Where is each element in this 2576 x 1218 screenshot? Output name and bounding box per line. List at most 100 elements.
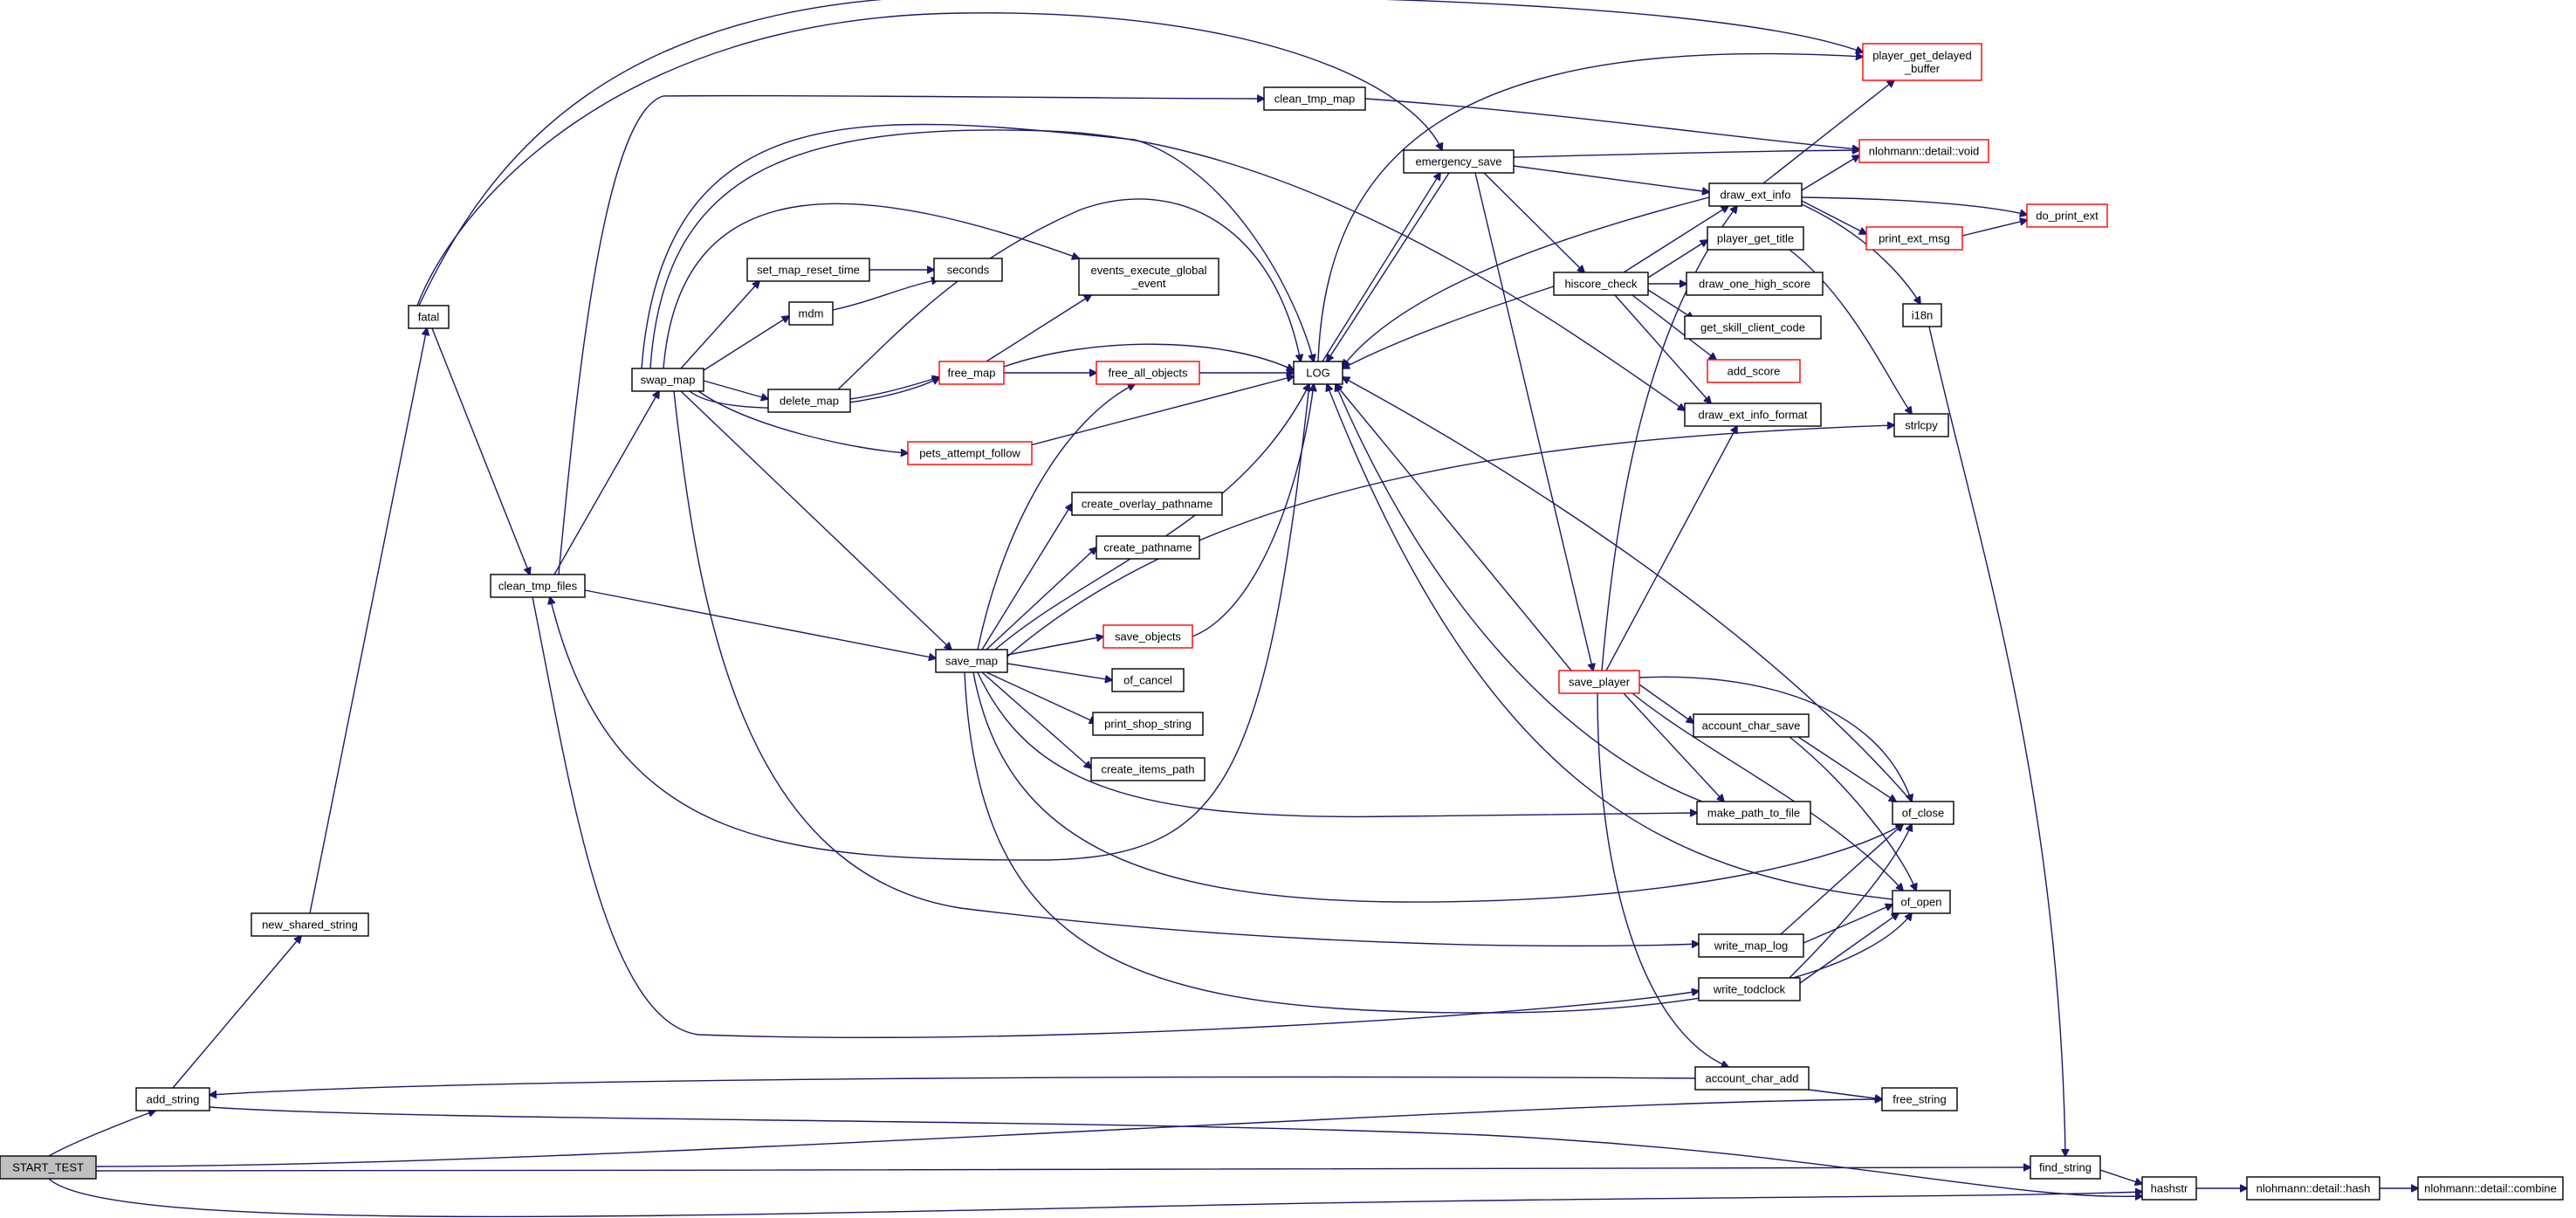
node-clean-tmp-files[interactable]: clean_tmp_files (490, 574, 586, 598)
node-draw-ext-info-format[interactable]: draw_ext_info_format (1684, 403, 1822, 427)
node-box (1092, 712, 1204, 736)
edge-write_map_log-to-of_open (1803, 905, 1893, 944)
node-add-string[interactable]: add_string (135, 1087, 210, 1111)
node-print-shop-string[interactable]: print_shop_string (1092, 712, 1204, 736)
node-write-todclock[interactable]: write_todclock (1698, 977, 1801, 1001)
node-free-string[interactable]: free_string (1881, 1087, 1958, 1111)
node-box (1707, 226, 1804, 251)
node-do-print-ext[interactable]: do_print_ext (2026, 203, 2108, 228)
node-clean-tmp-map[interactable]: clean_tmp_map (1263, 86, 1366, 111)
edge-account_char_save-to-of_close (1797, 736, 1896, 802)
node-label: mdm (799, 307, 824, 320)
node-seconds[interactable]: seconds (933, 258, 1003, 282)
node-nlohmann-detail-combine[interactable]: nlohmann::detail::combine (2417, 1176, 2564, 1201)
node-of-close[interactable]: of_close (1892, 801, 1954, 825)
edge-save_player-to-log (1336, 384, 1572, 671)
node-make-path-to-file[interactable]: make_path_to_file (1696, 801, 1811, 825)
edge-draw_ext_info-to-nlohmann_detail_void (1801, 155, 1859, 191)
node-player-get-delayed-buffer[interactable]: player_get_delayed_buffer (1862, 43, 1982, 81)
edge-save_map-to-of_close (972, 671, 1903, 903)
edge-clean_tmp_files-to-swap_map (553, 391, 659, 575)
edge-emergency_save-to-draw_ext_info (1513, 165, 1709, 192)
node-fatal[interactable]: fatal (408, 305, 450, 329)
edge-save_map-to-create_pathname (986, 547, 1096, 650)
node-pets-attempt-follow[interactable]: pets_attempt_follow (907, 441, 1033, 465)
node-i18n[interactable]: i18n (1902, 303, 1942, 327)
node-nlohmann-detail-void[interactable]: nlohmann::detail::void (1858, 139, 1989, 163)
node-label: set_map_reset_time (757, 264, 860, 277)
edge-start_test-to-hashstr (48, 1178, 2142, 1218)
node-label: fatal (418, 311, 440, 324)
node-save-player[interactable]: save_player (1558, 670, 1640, 694)
node-of-open[interactable]: of_open (1892, 890, 1951, 914)
edge-start_test-to-find_string (95, 1167, 2030, 1172)
node-delete-map[interactable]: delete_map (767, 389, 851, 413)
node-hashstr[interactable]: hashstr (2141, 1176, 2197, 1201)
node-label: save_objects (1115, 630, 1181, 643)
node-save-map[interactable]: save_map (935, 649, 1008, 673)
node-box (1263, 86, 1366, 111)
edge-draw_ext_info-to-print_ext_msg (1801, 200, 1866, 234)
node-box (1698, 933, 1804, 958)
edge-of_open-to-log (1327, 384, 1893, 900)
node-write-map-log[interactable]: write_map_log (1698, 933, 1804, 958)
node-box (1696, 801, 1811, 825)
node-label: START_TEST (12, 1161, 84, 1174)
node-start-test[interactable]: START_TEST (0, 1155, 97, 1180)
node-box (1096, 361, 1200, 385)
node-hiscore-check[interactable]: hiscore_check (1553, 272, 1649, 296)
node-label: new_shared_string (262, 919, 358, 932)
node-free-map[interactable]: free_map (938, 361, 1005, 385)
edge-clean_tmp_files-to-save_map (584, 589, 936, 658)
node-draw-one-high-score[interactable]: draw_one_high_score (1686, 272, 1824, 296)
edge-log-to-emergency_save (1322, 173, 1440, 362)
node-account-char-save[interactable]: account_char_save (1693, 713, 1810, 738)
node-swap-map[interactable]: swap_map (631, 368, 704, 392)
node-print-ext-msg[interactable]: print_ext_msg (1865, 226, 1963, 251)
edge-emergency_save-to-nlohmann_detail_void (1513, 150, 1859, 158)
node-create-items-path[interactable]: create_items_path (1090, 757, 1206, 781)
node-new-shared-string[interactable]: new_shared_string (251, 912, 369, 937)
node-save-objects[interactable]: save_objects (1103, 624, 1193, 649)
node-label: clean_tmp_files (498, 580, 578, 593)
node-box (1096, 535, 1200, 560)
node-label: of_open (1901, 896, 1942, 909)
node-create-overlay-pathname[interactable]: create_overlay_pathname (1071, 492, 1223, 516)
node-label: i18n (1912, 309, 1934, 322)
node-log[interactable]: LOG (1293, 361, 1343, 385)
node-set-map-reset-time[interactable]: set_map_reset_time (746, 258, 870, 282)
edge-log-to-clean_tmp_files (550, 383, 1310, 861)
node-emergency-save[interactable]: emergency_save (1403, 149, 1515, 174)
edge-fatal-to-emergency_save (416, 12, 1442, 306)
edge-delete_map-to-events_execute_global_event (837, 198, 1301, 390)
node-box (1684, 403, 1822, 427)
edge-save_map-to-of_open (964, 671, 1912, 1014)
node-label: account_char_save (1702, 719, 1801, 733)
node-nlohmann-detail-hash[interactable]: nlohmann::detail::hash (2246, 1176, 2380, 1201)
node-mdm[interactable]: mdm (788, 301, 834, 326)
node-account-char-add[interactable]: account_char_add (1694, 1066, 1810, 1091)
node-create-pathname[interactable]: create_pathname (1096, 535, 1200, 560)
edge-swap_map-to-write_map_log (673, 390, 1699, 946)
node-free-all-objects[interactable]: free_all_objects (1096, 361, 1200, 385)
node-label: save_player (1569, 676, 1631, 689)
node-add-score[interactable]: add_score (1707, 359, 1801, 383)
node-draw-ext-info[interactable]: draw_ext_info (1708, 182, 1803, 207)
node-player-get-title[interactable]: player_get_title (1707, 226, 1804, 251)
edge-save_player-to-of_open (1631, 692, 1903, 891)
node-get-skill-client-code[interactable]: get_skill_client_code (1684, 315, 1822, 340)
node-box (1892, 890, 1951, 914)
node-events-execute-global-event[interactable]: events_execute_global_event (1078, 258, 1219, 296)
node-label: account_char_add (1706, 1072, 1799, 1085)
node-of-cancel[interactable]: of_cancel (1111, 668, 1185, 692)
node-box (1707, 359, 1801, 383)
node-strlcpy[interactable]: strlcpy (1893, 413, 1949, 437)
node-label: create_items_path (1102, 763, 1195, 776)
edge-save_player-to-of_close (1638, 676, 1912, 802)
edge-write_todclock-to-of_open (1799, 913, 1899, 984)
node-box (767, 389, 851, 413)
edge-draw_ext_info-to-log (1343, 196, 1710, 367)
edge-swap_map-to-log (641, 123, 1314, 369)
edge-save_player-to-draw_ext_info (1601, 206, 1737, 671)
node-find-string[interactable]: find_string (2030, 1155, 2101, 1180)
